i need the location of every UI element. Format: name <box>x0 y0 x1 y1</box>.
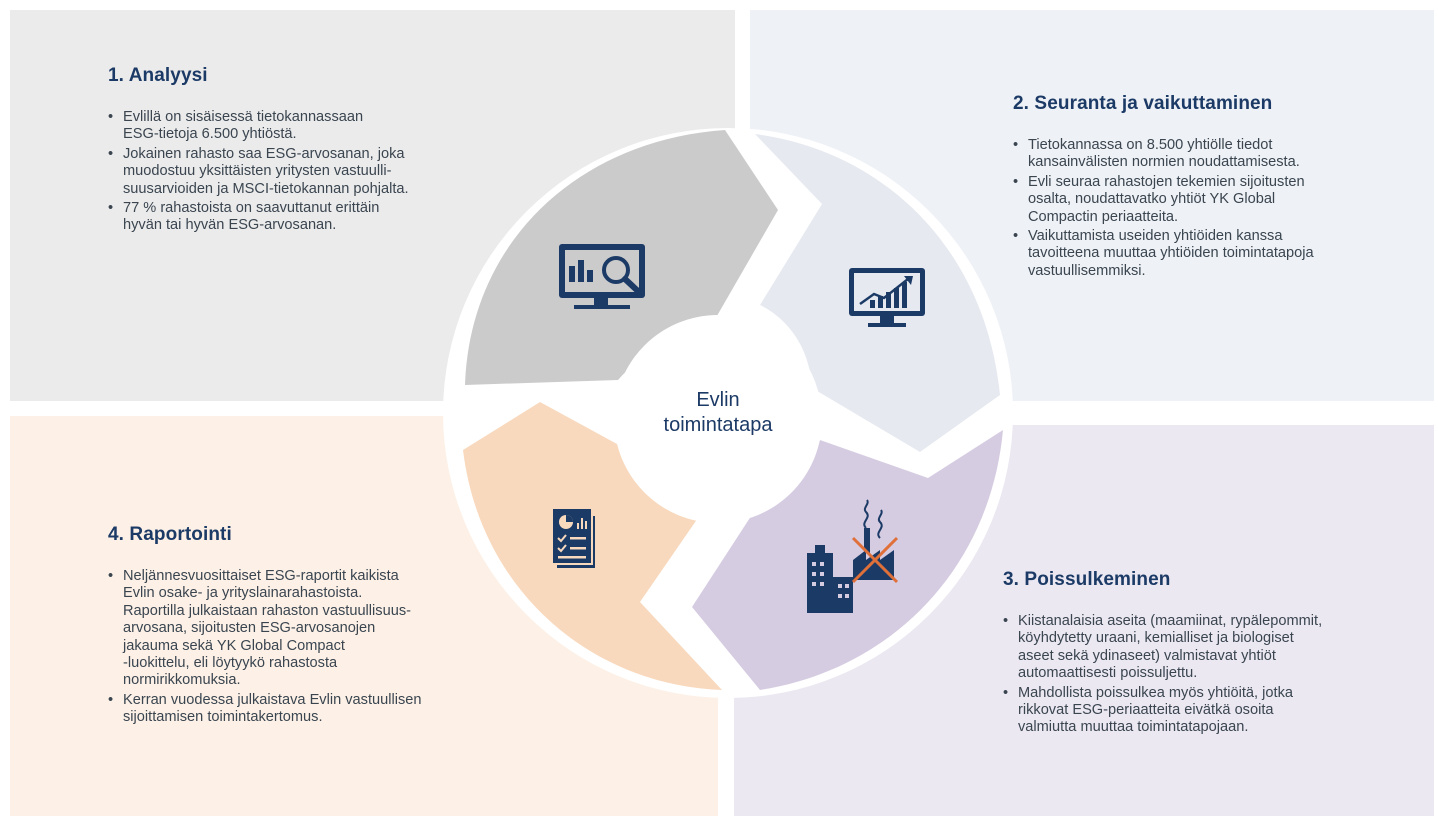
list-item: Tietokannassa on 8.500 yhtiölle tiedot k… <box>1013 137 1423 172</box>
reporting-section: 4. Raportointi Neljännesvuosittaiset ESG… <box>108 524 518 729</box>
analysis-bullet-list: Evlillä on sisäisessä tietokannassaan ES… <box>108 109 508 235</box>
list-item: Kiistanalaisia aseita (maamiinat, rypäle… <box>1003 613 1413 683</box>
analysis-title: 1. Analyysi <box>108 65 208 86</box>
exclusion-title: 3. Poissulkeminen <box>1003 569 1171 590</box>
cycle-segment-exclusion <box>692 430 1003 690</box>
list-item: 77 % rahastoista on saavuttanut erittäin… <box>108 200 508 235</box>
reporting-title: 4. Raportointi <box>108 524 232 545</box>
monitoring-bullet-list: Tietokannassa on 8.500 yhtiölle tiedot k… <box>1013 137 1423 280</box>
list-item: Mahdollista poissulkea myös yhtiöitä, jo… <box>1003 685 1413 737</box>
exclusion-section: 3. Poissulkeminen Kiistanalaisia aseita … <box>1003 569 1413 739</box>
analysis-section: 1. Analyysi Evlillä on sisäisessä tietok… <box>108 65 508 237</box>
center-label-line2: toimintatapa <box>663 414 773 436</box>
list-item: Kerran vuodessa julkaistava Evlin vastuu… <box>108 692 518 727</box>
reporting-bullet-list: Neljännesvuosittaiset ESG-raportit kaiki… <box>108 568 518 727</box>
list-item: Jokainen rahasto saa ESG-arvosanan, joka… <box>108 146 508 198</box>
cycle-center-label: Evlin toimintatapa <box>619 388 817 438</box>
list-item: Evlillä on sisäisessä tietokannassaan ES… <box>108 109 508 144</box>
monitoring-title: 2. Seuranta ja vaikuttaminen <box>1013 93 1273 114</box>
monitor-growth-chart-icon <box>849 268 925 327</box>
exclusion-bullet-list: Kiistanalaisia aseita (maamiinat, rypäle… <box>1003 613 1413 737</box>
monitor-chart-magnifier-icon <box>559 244 645 309</box>
monitoring-section: 2. Seuranta ja vaikuttaminen Tietokannas… <box>1013 93 1423 282</box>
crossed-out-factory-icon <box>807 499 899 613</box>
cycle-center-circle <box>614 315 822 523</box>
report-documents-icon <box>551 507 595 568</box>
center-label-line1: Evlin <box>696 389 740 411</box>
list-item: Evli seuraa rahastojen tekemien sijoitus… <box>1013 174 1423 226</box>
list-item: Vaikuttamista useiden yhtiöiden kanssa t… <box>1013 228 1423 280</box>
list-item: Neljännesvuosittaiset ESG-raportit kaiki… <box>108 568 518 690</box>
